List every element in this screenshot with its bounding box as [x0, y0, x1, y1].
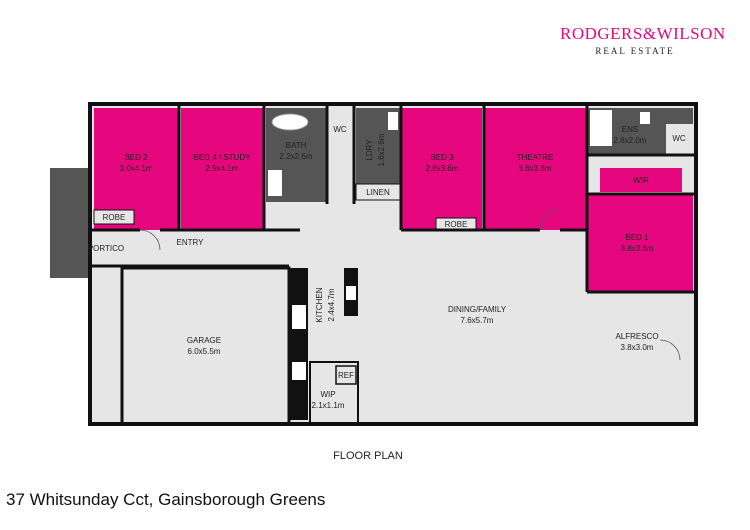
room-garage	[120, 266, 291, 426]
label-bed1: BED 1	[625, 233, 649, 242]
ensuite-basin-icon	[640, 112, 650, 124]
size-garage: 6.0x5.5m	[188, 347, 221, 356]
room-bed1	[587, 194, 693, 292]
size-bed1: 3.8x3.6m	[621, 244, 654, 253]
kitchen-bench	[290, 268, 308, 420]
kitchen-sink-icon	[292, 362, 306, 380]
property-address: 37 Whitsunday Cct, Gainsborough Greens	[6, 490, 326, 509]
size-bed4: 2.9x4.1m	[206, 164, 239, 173]
island-sink-icon	[346, 286, 356, 300]
label-bed2: BED 2	[124, 153, 148, 162]
label-portico: PORTICO	[88, 244, 124, 253]
room-theatre	[485, 108, 586, 230]
label-bed3: BED 3	[430, 153, 454, 162]
room-wir	[600, 168, 682, 192]
internal-walls	[90, 104, 696, 294]
cooktop-icon	[292, 305, 306, 329]
label-theatre: THEATRE	[517, 153, 554, 162]
size-bath: 2.2x2.6m	[280, 152, 313, 161]
brand-name: RODGERS&WILSON	[560, 24, 725, 44]
label-robe-bed3: ROBE	[445, 220, 468, 229]
size-kitchen: 2.4x4.7m	[327, 288, 336, 321]
label-laundry: LDRY	[365, 139, 374, 161]
brand-logo: RODGERS&WILSON REAL ESTATE	[560, 24, 725, 56]
label-kitchen: KITCHEN	[315, 287, 324, 322]
label-entry: ENTRY	[177, 238, 205, 247]
label-wc1: WC	[333, 125, 347, 134]
size-ensuite: 2.8x2.0m	[614, 136, 647, 145]
label-ref: REF	[338, 371, 354, 380]
size-bed3: 2.8x3.6m	[426, 164, 459, 173]
door-swings	[139, 209, 681, 361]
room-bed3	[402, 108, 482, 230]
size-theatre: 3.6x3.8m	[519, 164, 552, 173]
label-robe-bed2: ROBE	[103, 213, 126, 222]
label-ensuite: ENS	[622, 125, 638, 134]
size-bed2: 3.0x4.1m	[120, 164, 153, 173]
label-bath: BATH	[286, 141, 307, 150]
plan-caption: FLOOR PLAN	[333, 450, 403, 462]
shower-icon	[268, 170, 282, 196]
brand-name-left: RODGERS	[560, 24, 643, 43]
label-bed4: BED 4 / STUDY	[194, 153, 252, 162]
bathtub-icon	[271, 113, 309, 131]
room-wc2	[666, 124, 693, 154]
outer-walls	[88, 102, 698, 426]
label-alfresco: ALFRESCO	[615, 332, 658, 341]
size-dining: 7.6x5.7m	[461, 316, 494, 325]
label-linen: LINEN	[366, 188, 390, 197]
floor-plan: BED 2 3.0x4.1m BED 4 / STUDY 2.9x4.1m BA…	[50, 102, 698, 426]
ensuite-shower-icon	[590, 110, 612, 146]
robe-bed2	[93, 209, 135, 225]
room-wc1	[328, 108, 352, 144]
size-laundry: 1.6x2.6m	[377, 133, 386, 166]
brand-tagline: REAL ESTATE	[595, 46, 675, 56]
laundry-sink-icon	[388, 112, 398, 130]
size-wip: 2.1x1.1m	[312, 401, 345, 410]
brand-ampersand: &	[642, 24, 657, 43]
size-alfresco: 3.8x3.0m	[621, 343, 654, 352]
label-garage: GARAGE	[187, 336, 221, 345]
label-dining: DINING/FAMILY	[448, 305, 507, 314]
brand-name-right: WILSON	[656, 24, 726, 43]
label-wir: WIR	[633, 176, 649, 185]
fridge-space	[335, 365, 357, 385]
label-wc2: WC	[672, 134, 686, 143]
room-bed4	[181, 108, 263, 230]
label-wip: WIP	[320, 390, 335, 399]
